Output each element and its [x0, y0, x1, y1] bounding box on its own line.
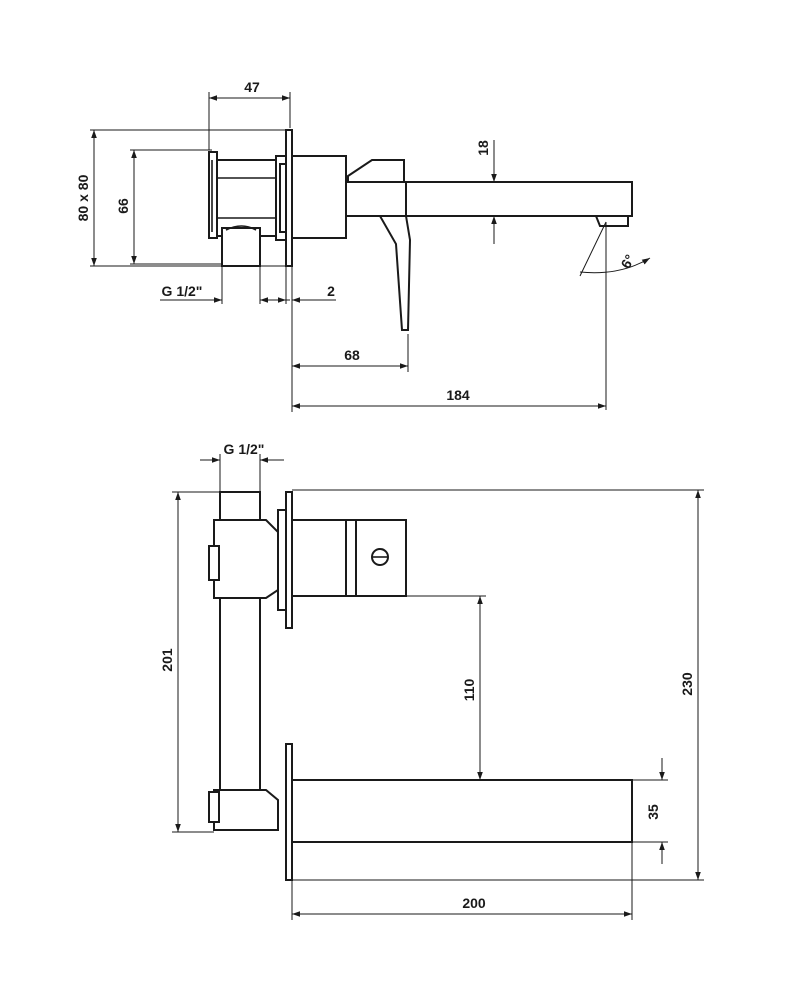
- side-dim-200-label: 200: [462, 895, 486, 911]
- top-dim-angle: 6°: [579, 221, 651, 410]
- top-dim-47-label: 47: [244, 79, 260, 95]
- top-dim-47: 47: [208, 79, 291, 150]
- top-dim-68-label: 68: [344, 347, 360, 363]
- top-dim-thread: G 1/2": [160, 266, 290, 304]
- top-dim-80x80: 80 x 80: [75, 129, 288, 267]
- top-dim-thread-label: G 1/2": [162, 283, 203, 299]
- top-dim-angle-label: 6°: [617, 252, 638, 272]
- top-dim-184: 184: [291, 372, 606, 412]
- side-dim-200: 200: [291, 842, 633, 920]
- top-dim-68: 68: [291, 268, 409, 372]
- top-dim-18-label: 18: [475, 140, 491, 156]
- side-view-body: [208, 491, 633, 881]
- top-dim-2: 2: [266, 266, 336, 304]
- top-view-body: [208, 129, 633, 331]
- side-dim-thread-label: G 1/2": [224, 441, 265, 457]
- side-dim-201: 201: [159, 491, 220, 833]
- top-dim-184-label: 184: [446, 387, 470, 403]
- side-dim-35-label: 35: [645, 804, 661, 820]
- side-dim-110: 110: [406, 595, 486, 780]
- side-dim-110-label: 110: [461, 678, 477, 701]
- side-dim-201-label: 201: [159, 648, 175, 672]
- top-dim-80x80-label: 80 x 80: [75, 174, 91, 221]
- top-dim-66: 66: [115, 149, 222, 265]
- top-dim-18: 18: [475, 140, 497, 244]
- side-dim-thread: G 1/2": [200, 441, 284, 492]
- side-dim-230: 230: [292, 489, 704, 881]
- side-dim-35: 35: [632, 758, 668, 864]
- top-view: 47 80 x 80 66 G 1/2" 2: [75, 79, 651, 412]
- top-dim-2-label: 2: [327, 283, 335, 299]
- side-view: G 1/2" 201 110 230 35: [159, 441, 704, 920]
- top-dim-66-label: 66: [115, 198, 131, 214]
- side-dim-230-label: 230: [679, 672, 695, 696]
